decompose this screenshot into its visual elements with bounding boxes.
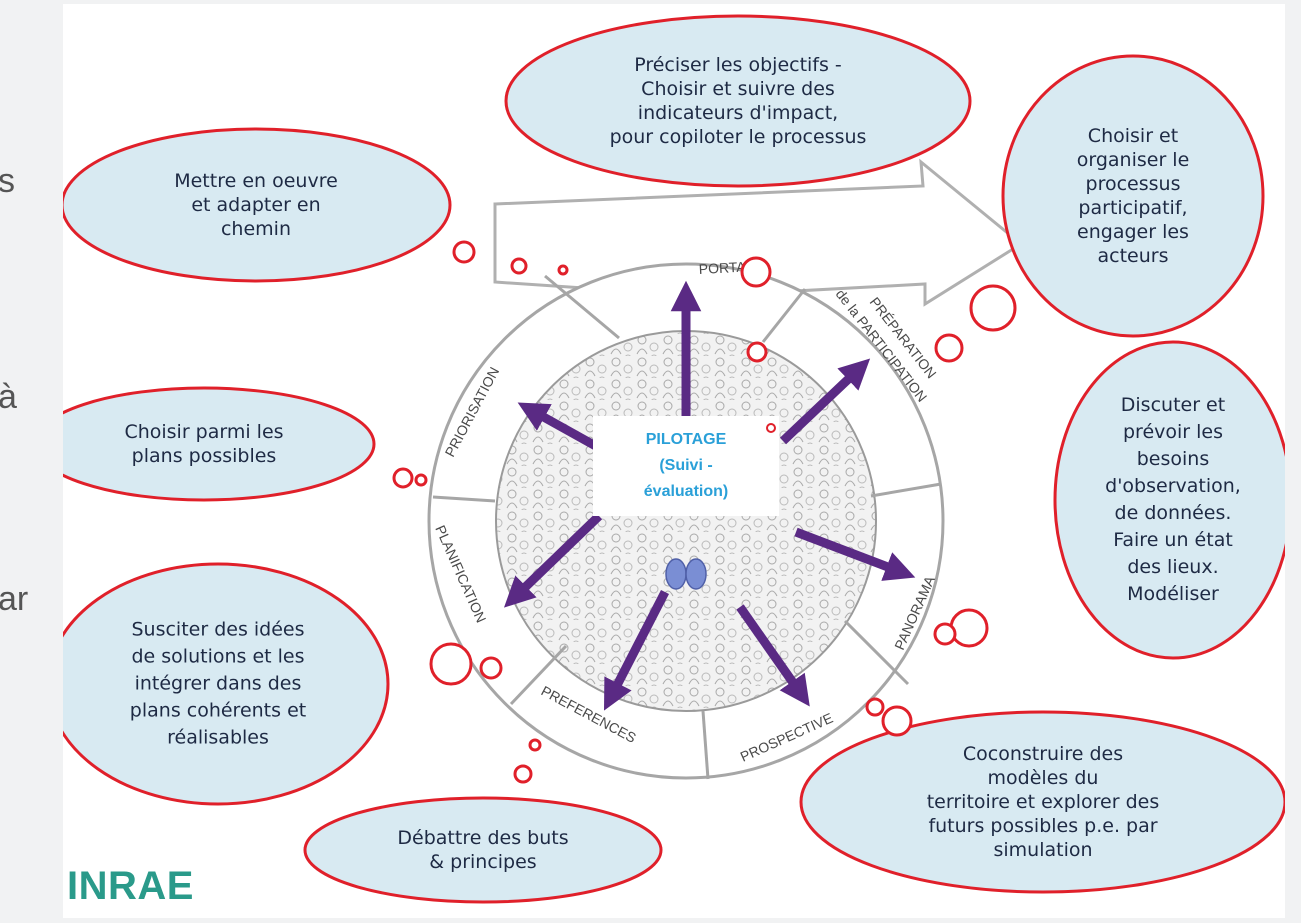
- pilotage-arrows: [503, 280, 916, 711]
- edge-fragment-1: s: [0, 162, 15, 200]
- binoculars-icon: [665, 558, 707, 590]
- cloud-mettre: [63, 127, 452, 283]
- cloud-objectifs-text: Préciser les objectifs - Choisir et suiv…: [609, 54, 867, 148]
- slide-canvas: PORTAGE PRÉPARATION de la PARTICIPATION …: [63, 4, 1285, 918]
- cloud-choisir-plans: [63, 386, 376, 502]
- cloud-susciter-text: Susciter des idées de solutions et les i…: [129, 618, 307, 749]
- outer-flow-arrow: [493, 158, 1024, 307]
- edge-fragment-2: à: [0, 378, 17, 416]
- cloud-objectifs: [504, 14, 972, 188]
- thought-bubbles: [392, 240, 1017, 784]
- inrae-logo: INRAE: [67, 864, 194, 908]
- center-box: [593, 416, 779, 516]
- center-subtitle-1: (Suivi -: [659, 457, 712, 474]
- cloud-coconstruire-text: Coconstruire des modèles du territoire e…: [926, 743, 1160, 861]
- cloud-discuter-text: Discuter et prévoir les besoins d'observ…: [1105, 394, 1241, 605]
- cloud-organiser: [1001, 54, 1265, 338]
- center-subtitle-2: évaluation): [644, 483, 728, 500]
- cycle-diagram: PORTAGE PRÉPARATION de la PARTICIPATION …: [63, 14, 1285, 904]
- ring-dividers: [432, 274, 942, 780]
- cloud-choisir-plans-text: Choisir parmi les plans possibles: [124, 421, 284, 467]
- edge-fragment-3: ar: [0, 580, 29, 618]
- cloud-debattre-text: Débattre des buts & principes: [397, 827, 569, 873]
- cloud-debattre: [303, 796, 663, 904]
- cloud-shapes: [63, 14, 1285, 904]
- center-title: PILOTAGE: [646, 431, 727, 448]
- cloud-discuter: [1053, 340, 1285, 660]
- cloud-mettre-text: Mettre en oeuvre et adapter en chemin: [174, 170, 338, 240]
- cloud-organiser-text: Choisir et organiser le processus partic…: [1076, 125, 1190, 267]
- cloud-susciter: [63, 562, 390, 806]
- cloud-coconstruire: [799, 710, 1285, 894]
- center-bubble: [766, 423, 776, 433]
